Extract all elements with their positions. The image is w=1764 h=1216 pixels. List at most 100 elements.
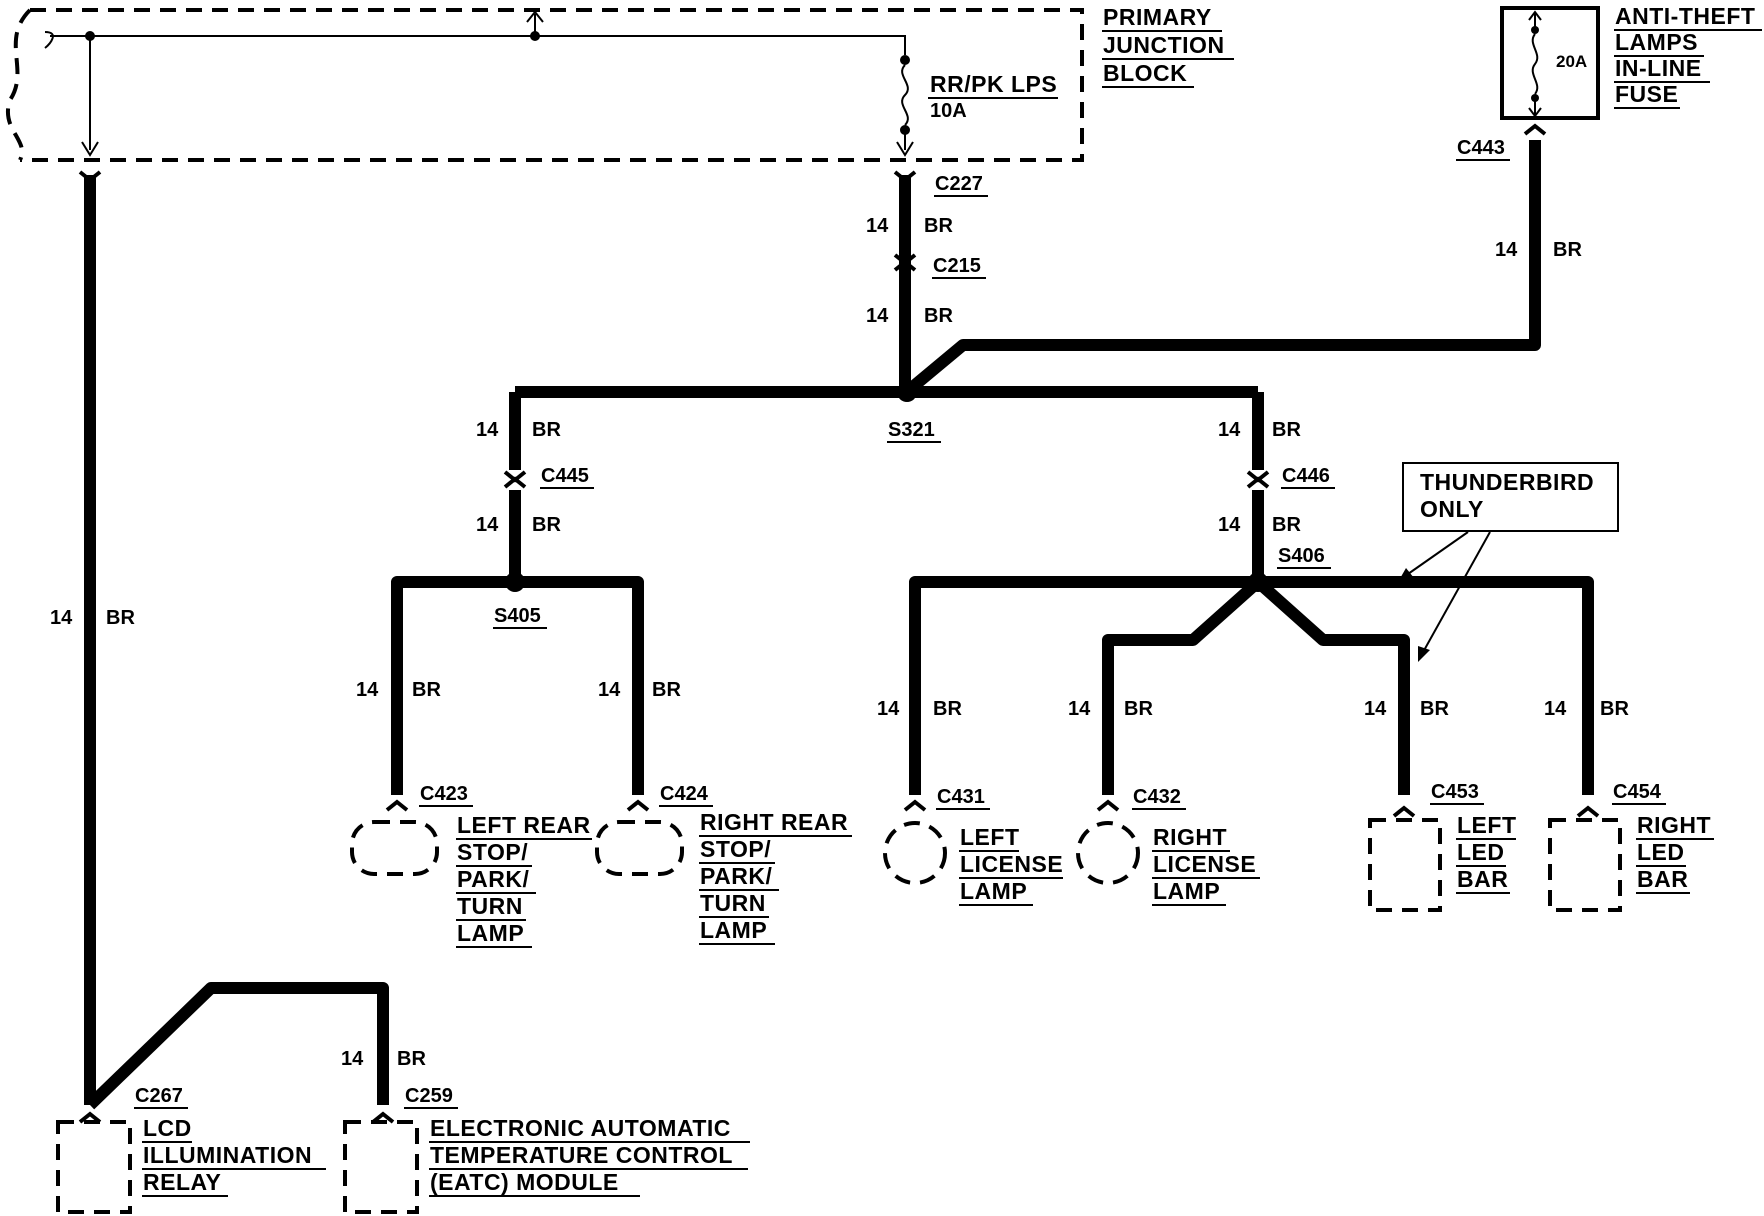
wire-gauge: 14	[1218, 514, 1241, 536]
wire-gauge: 14	[1068, 698, 1091, 720]
anti-theft-label-3: IN-LINE	[1615, 55, 1702, 81]
connector-c424: C424	[660, 783, 709, 805]
connector-c227: C227	[935, 173, 983, 195]
left-led-label-3: BAR	[1457, 866, 1508, 892]
eatc-module-outline	[343, 1120, 419, 1214]
wire-gauge: 14	[1364, 698, 1387, 720]
wire-s406-c432	[1102, 577, 1262, 795]
wire-color: BR	[924, 215, 953, 237]
connector-c423: C423	[420, 783, 468, 805]
right-rear-label-4: TURN	[700, 890, 766, 916]
wire-color: BR	[1124, 698, 1153, 720]
wire-color: BR	[532, 419, 561, 441]
left-rear-label-1: LEFT REAR	[457, 812, 591, 838]
left-rear-label-3: PARK/	[457, 866, 529, 892]
fuse-icon	[896, 55, 914, 157]
components	[56, 818, 1622, 1214]
left-led-bar-outline	[1368, 818, 1442, 912]
wire-gauge: 14	[866, 215, 889, 237]
wire-gauge: 14	[476, 419, 499, 441]
splice-s406: S406	[1278, 545, 1325, 567]
wire-gauge: 14	[341, 1048, 364, 1070]
left-rear-label-5: LAMP	[457, 920, 524, 946]
splice-s321: S321	[888, 419, 935, 441]
connector-labels: C227 C215 C443 C445 C446 C423 C424 C431 …	[134, 137, 1666, 1109]
primary-junction-block	[6, 8, 1084, 162]
connector-c454: C454	[1613, 781, 1662, 803]
fuse-rating: 10A	[930, 100, 967, 122]
wire-color: BR	[106, 607, 135, 629]
splice-s321-dot	[897, 382, 917, 402]
splice-s405-dot	[505, 572, 525, 592]
right-led-bar-outline	[1548, 818, 1622, 912]
connector-c443: C443	[1457, 137, 1505, 159]
connector-c267: C267	[135, 1085, 183, 1107]
right-license-label-2: LICENSE	[1153, 851, 1256, 877]
wire-gauge: 14	[1218, 419, 1241, 441]
wire-gauge: 14	[866, 305, 889, 327]
anti-theft-fuse-rating: 20A	[1556, 52, 1587, 71]
lcd-relay-label-3: RELAY	[143, 1169, 221, 1195]
primary-junction-block-label-2: JUNCTION	[1103, 32, 1225, 58]
left-rear-label-4: TURN	[457, 893, 523, 919]
wire-gauge: 14	[1544, 698, 1567, 720]
left-led-label-2: LED	[1457, 839, 1505, 865]
wire-gauge: 14	[356, 679, 379, 701]
wire-color: BR	[1272, 514, 1301, 536]
connector-c215: C215	[933, 255, 981, 277]
connector-symbols	[78, 123, 1600, 1124]
right-led-bar-label: RIGHT LED BAR	[1636, 812, 1714, 894]
primary-junction-block-label-3: BLOCK	[1103, 60, 1187, 86]
wire-s406-c453	[1254, 577, 1410, 795]
wire-color: BR	[412, 679, 441, 701]
right-license-label-3: LAMP	[1153, 878, 1220, 904]
lcd-relay-label-1: LCD	[143, 1115, 192, 1141]
anti-theft-label-1: ANTI-THEFT	[1615, 3, 1755, 29]
left-license-lamp-label: LEFT LICENSE LAMP	[959, 824, 1063, 906]
wire-s406-c454	[1258, 576, 1594, 795]
wire-gauge: 14	[1495, 239, 1518, 261]
wire-gauge: 14	[50, 607, 73, 629]
anti-theft-label-4: FUSE	[1615, 81, 1678, 107]
right-license-lamp-outline	[1076, 821, 1140, 885]
splice-s405: S405	[494, 605, 541, 627]
right-rear-label-5: LAMP	[700, 917, 767, 943]
fuse-label: RR/PK LPS	[930, 71, 1057, 97]
wire-s405-c424	[515, 576, 644, 795]
left-license-label-3: LAMP	[960, 878, 1027, 904]
left-led-bar-label: LEFT LED BAR	[1456, 812, 1517, 894]
wire-color: BR	[1553, 239, 1582, 261]
left-rear-lamp-label: LEFT REAR STOP/ PARK/ TURN LAMP	[456, 812, 592, 948]
connector-c432: C432	[1133, 786, 1181, 808]
left-led-label-1: LEFT	[1457, 812, 1517, 838]
connector-c431: C431	[937, 786, 985, 808]
lcd-relay-outline	[56, 1120, 132, 1214]
eatc-label-1: ELECTRONIC AUTOMATIC	[430, 1115, 731, 1141]
left-license-label-2: LICENSE	[960, 851, 1063, 877]
wire-gauge: 14	[476, 514, 499, 536]
right-led-label-1: RIGHT	[1637, 812, 1711, 838]
right-rear-label-1: RIGHT REAR	[700, 809, 848, 835]
wire-color: BR	[933, 698, 962, 720]
right-license-label-1: RIGHT	[1153, 824, 1227, 850]
left-license-label-1: LEFT	[960, 824, 1020, 850]
connector-c446: C446	[1282, 465, 1330, 487]
eatc-label-3: (EATC) MODULE	[430, 1169, 619, 1195]
wire-color: BR	[397, 1048, 426, 1070]
wire-s406-c431	[909, 576, 1258, 795]
connector-c259: C259	[405, 1085, 453, 1107]
thunderbird-note-1: THUNDERBIRD	[1420, 469, 1594, 495]
anti-theft-label-2: LAMPS	[1615, 29, 1698, 55]
connector-c453: C453	[1431, 781, 1479, 803]
wire-c443-s321	[905, 140, 1541, 395]
right-rear-label-2: STOP/	[700, 836, 771, 862]
splice-s406-dot	[1248, 572, 1268, 592]
wire-color: BR	[1600, 698, 1629, 720]
wire-color: BR	[532, 514, 561, 536]
wire-color: BR	[1272, 419, 1301, 441]
thunderbird-note-2: ONLY	[1420, 496, 1484, 522]
right-rear-label-3: PARK/	[700, 863, 772, 889]
right-led-label-3: BAR	[1637, 866, 1688, 892]
wire-color: BR	[652, 679, 681, 701]
